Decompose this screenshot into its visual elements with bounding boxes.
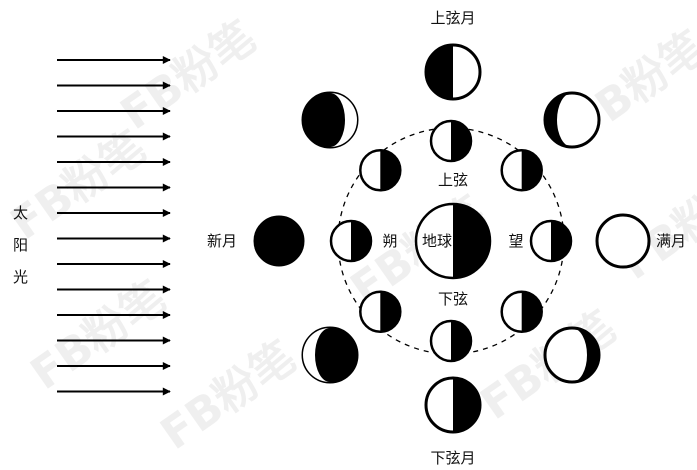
orbit-moon-dark-half <box>521 150 542 191</box>
new-moon-disc <box>253 215 305 267</box>
first-quarter-dark-half <box>426 45 453 99</box>
orbit-moon-wang <box>529 219 573 263</box>
label-shuo: 朔 <box>382 232 397 250</box>
orbit-moon-shangxian <box>429 119 473 163</box>
orbit-moon-dark-half <box>451 321 471 361</box>
label-wang: 望 <box>508 232 523 250</box>
orbit-moon-dark-half <box>521 291 542 332</box>
label-earth: 地球 <box>422 232 452 250</box>
waxing-crescent-lit <box>330 93 357 147</box>
sunlight-label: 太 阳 光 <box>13 204 28 286</box>
orbit-moons <box>329 119 573 363</box>
orbit-moon-waxing-crescent <box>359 149 402 192</box>
phase-full-moon <box>595 213 651 269</box>
orbit-moon-xiaxian <box>429 319 473 363</box>
phase-new-moon <box>253 215 305 267</box>
orbit-moon-waxing-gibbous <box>500 149 543 192</box>
full-moon-disc <box>595 213 651 269</box>
label-new-moon: 新月 <box>207 232 237 250</box>
label-shangxian: 上弦 <box>438 171 468 189</box>
sunlight-arrows <box>57 56 171 396</box>
orbit-moon-dark-half <box>551 221 571 261</box>
last-quarter-dark-half <box>453 378 480 432</box>
orbit-moon-dark-half <box>380 291 401 332</box>
phase-waxing-gibbous <box>543 91 601 149</box>
phase-waxing-crescent <box>301 91 359 149</box>
sunlight-char-3: 光 <box>13 268 28 286</box>
phase-waning-gibbous <box>543 326 601 384</box>
orbit-moon-dark-half <box>380 150 401 191</box>
phase-waning-crescent <box>301 326 359 384</box>
waxing-gibbous-dark <box>545 93 572 147</box>
label-first-quarter-moon: 上弦月 <box>430 9 475 27</box>
orbit-moon-waning-crescent <box>359 290 402 333</box>
orbit-moon-dark-half <box>351 221 371 261</box>
phase-first-quarter <box>424 43 482 101</box>
label-xiaxian: 下弦 <box>438 290 468 308</box>
orbit-moon-dark-half <box>451 121 471 161</box>
earth <box>414 202 492 280</box>
orbit-moon-waning-gibbous <box>500 290 543 333</box>
waning-gibbous-dark <box>572 328 599 382</box>
sunlight-char-2: 阳 <box>13 236 28 254</box>
waning-crescent-lit <box>303 328 330 382</box>
phase-last-quarter <box>424 376 482 434</box>
orbit-moon-shuo <box>329 219 373 263</box>
earth-night-side <box>453 204 490 278</box>
sunlight-char-1: 太 <box>13 204 28 222</box>
label-full-moon: 满月 <box>656 232 686 250</box>
label-last-quarter-moon: 下弦月 <box>430 449 475 467</box>
